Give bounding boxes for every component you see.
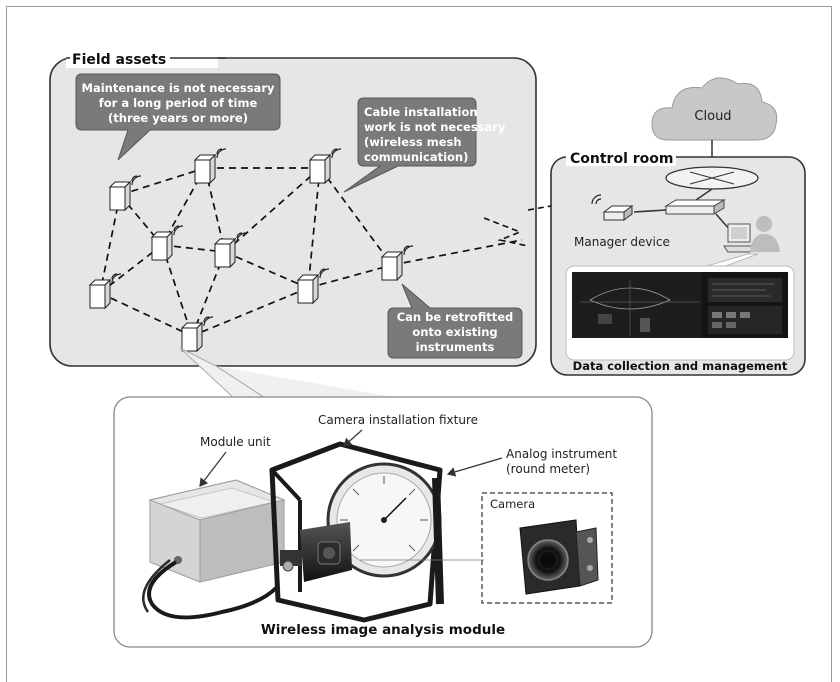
module-unit-label: Module unit [200, 435, 271, 449]
control-room-title: Control room [570, 151, 673, 167]
sensor-node-icon [88, 273, 122, 310]
field-assets-title: Field assets [72, 52, 166, 68]
sensor-node-icon [150, 225, 184, 262]
manager-device-icon [591, 194, 634, 221]
module-panel-title: Wireless image analysis module [261, 622, 505, 638]
control-room-title-bg [566, 149, 676, 166]
data-collection-label: Data collection and management [573, 359, 788, 373]
cloud-icon: Cloud [651, 77, 778, 141]
sensor-nodes [88, 148, 414, 353]
manager-device-label: Manager device [574, 235, 670, 249]
sensor-node-icon [108, 175, 142, 212]
module-unit-photo [142, 479, 286, 620]
cloud-label: Cloud [694, 109, 731, 124]
callout-retrofit-line1: Can be retrofitted [397, 310, 514, 324]
sensor-node-icon [296, 268, 330, 305]
wireless-signal-icon [203, 316, 214, 327]
sensor-node-icon [193, 148, 227, 185]
wireless-signal-icon [236, 232, 247, 243]
page-frame [6, 6, 832, 682]
wireless-link [483, 217, 529, 247]
callout-cable: Cable installation work is not necessary… [343, 97, 506, 193]
sensor-node-icon [380, 245, 414, 282]
analog-instrument-label-line2: (round meter) [506, 462, 590, 476]
sensor-node-icon [180, 316, 214, 353]
sensor-node-icon [213, 232, 247, 269]
field-assets-title-bg [66, 50, 218, 68]
server-icon [664, 199, 726, 215]
callout-maintenance-line2: for a long period of time [99, 96, 258, 110]
wireless-signal-icon [403, 245, 414, 256]
camera-label: Camera [490, 497, 535, 511]
wireless-signal-icon [319, 268, 330, 279]
callout-maintenance-line1: Maintenance is not necessary [82, 81, 275, 95]
callout-maintenance-line3: (three years or more) [108, 111, 248, 125]
callout-retrofit: Can be retrofitted onto existing instrum… [387, 283, 523, 359]
dashboard-screenshot: Data collection and management [565, 265, 795, 373]
callout-cable-line3: (wireless mesh [364, 135, 462, 149]
wireless-signal-icon [173, 225, 184, 236]
callout-retrofit-line3: instruments [416, 340, 495, 354]
wireless-signal-icon [591, 194, 602, 205]
camera-inset: Camera [481, 492, 613, 604]
callout-retrofit-line2: onto existing [412, 325, 497, 339]
wireless-signal-icon [111, 273, 122, 284]
router-icon [665, 166, 759, 190]
wireless-signal-icon [216, 148, 227, 159]
wireless-signal-icon [131, 175, 142, 186]
camera-fixture-photo [269, 441, 444, 623]
callout-cable-line2: work is not necessary [364, 120, 506, 134]
fixture-label: Camera installation fixture [318, 413, 478, 427]
analog-instrument-label-line1: Analog instrument [506, 447, 617, 461]
monitor-icon [723, 223, 755, 253]
callout-cable-line4: communication) [364, 150, 468, 164]
callout-cable-line1: Cable installation [364, 105, 478, 119]
sensor-node-icon [308, 148, 342, 185]
wireless-signal-icon [331, 148, 342, 159]
operator-icon [750, 216, 780, 252]
callout-maintenance: Maintenance is not necessary for a long … [75, 73, 281, 161]
